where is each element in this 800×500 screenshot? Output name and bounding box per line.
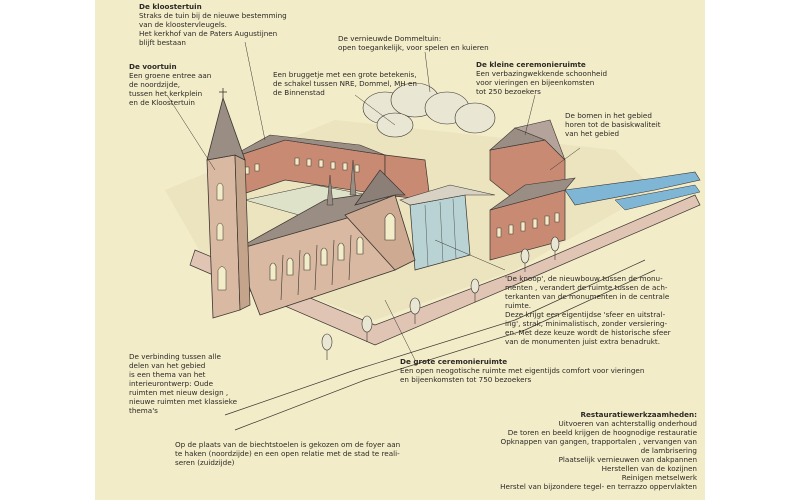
- line: de schakel tussen NRE, Dommel, MH en: [273, 79, 417, 88]
- monastery-windows: [234, 157, 360, 178]
- line: de Binnenstad: [273, 88, 325, 97]
- heading: De kloostertuin: [139, 2, 202, 11]
- road-edge-2: [234, 269, 656, 431]
- annotation-voortuin: De voortuin Een groene entree aan de noo…: [129, 62, 211, 107]
- annotation-biechtstoelen: Op de plaats van de biechtstoelen is gek…: [175, 440, 400, 467]
- line: open toegankelijk, voor spelen en kuiere…: [338, 43, 489, 52]
- church-transept-roof: [354, 169, 406, 206]
- dommel-river-lower: [614, 184, 701, 211]
- line: Reinigen metselwerk: [621, 473, 697, 482]
- line: blijft bestaan: [139, 38, 186, 47]
- line: Op de plaats van de biechtstoelen is gek…: [175, 440, 401, 449]
- line: is een thema van het: [129, 370, 206, 379]
- annotation-bomen: De bomen in het gebied horen tot de basi…: [565, 111, 661, 138]
- line: thema's: [129, 406, 158, 415]
- row-building-roof: [489, 177, 576, 211]
- annotation-restauratie: Restauratiewerkzaamheden: Uitvoeren van …: [500, 410, 697, 491]
- line: De vernieuwde Dommeltuin:: [338, 34, 442, 43]
- annotation-kleine-ceremonieruimte: De kleine ceremonieruimte Een verbazingw…: [476, 60, 607, 96]
- line: van het gebied: [565, 129, 620, 138]
- line: Herstel van bijzondere tegel- en terrazz…: [500, 482, 697, 491]
- church-spire: [206, 96, 246, 161]
- leader-lines: [166, 41, 581, 361]
- small-spire-1: [349, 159, 357, 196]
- line: van de kloostervleugels.: [139, 20, 227, 29]
- line: en bijeenkomsten tot 750 bezoekers: [400, 375, 532, 384]
- monastery-wing-back-roof: [224, 134, 386, 161]
- line: en. Met deze keuze wordt de historische …: [505, 328, 671, 337]
- line: Het kerkhof van de Paters Augustijnen: [139, 29, 278, 38]
- line: horen tot de basiskwaliteit: [565, 120, 661, 129]
- line: Een verbazingwekkende schoonheid: [476, 69, 608, 78]
- line: van de monumenten juist extra benadrukt.: [505, 337, 661, 346]
- line: Een groene entree aan: [129, 71, 212, 80]
- line: Deze krijgt een eigentijdse 'sfeer en ui…: [505, 310, 666, 319]
- line: nieuwe ruimten met klassieke: [129, 397, 238, 406]
- line: 'De knoop', de nieuwbouw tussen de monu-: [505, 274, 663, 283]
- church-buttresses: [280, 234, 352, 301]
- heading: De voortuin: [129, 62, 177, 71]
- knoop-roof: [399, 184, 496, 206]
- line: menten , verandert de ruimte tussen de a…: [505, 283, 668, 292]
- line: ruimten met nieuw design ,: [129, 388, 229, 397]
- line: voor vieringen en bijeenkomsten: [476, 78, 595, 87]
- church-transept: [344, 194, 416, 271]
- heading: De kleine ceremonieruimte: [476, 60, 586, 69]
- annotation-knoop: 'De knoop', de nieuwbouw tussen de monu-…: [505, 274, 671, 346]
- annotation-kloostertuin: De kloostertuin Straks de tuin bij de ni…: [139, 2, 287, 47]
- line: De bomen in het gebied: [565, 111, 652, 120]
- isometric-sketch: [165, 41, 701, 431]
- line: interieurontwerp: Oude: [129, 379, 214, 388]
- tower-windows: [216, 182, 227, 291]
- line: de noordzijde,: [129, 80, 181, 89]
- church-windows: [269, 213, 396, 281]
- row-building-windows: [496, 212, 560, 238]
- line: tot 250 bezoekers: [476, 87, 541, 96]
- road-edge: [224, 259, 646, 416]
- annotation-dommeltuin: De vernieuwde Dommeltuin: open toegankel…: [338, 34, 489, 52]
- line: Plaatselijk vernieuwen van dakpannen: [558, 455, 697, 464]
- line: Een bruggetje met een grote betekenis,: [273, 70, 417, 79]
- line: de lambrisering: [640, 446, 697, 455]
- annotation-grote-ceremonieruimte: De grote ceremonieruimte Een open neogot…: [400, 357, 644, 384]
- line: en de Kloostertuin: [129, 98, 195, 107]
- small-ceremony-roof-2: [513, 119, 566, 161]
- heading: Restauratiewerkzaamheden:: [580, 410, 697, 419]
- line: Herstellen van de kozijnen: [601, 464, 697, 473]
- dommel-river: [564, 171, 701, 206]
- line: Straks de tuin bij de nieuwe bestemming: [139, 11, 287, 20]
- line: tussen het kerkplein: [129, 89, 203, 98]
- line: De toren en beeld krijgen de hoognodige …: [507, 428, 697, 437]
- church-tower: [206, 154, 241, 319]
- line: te haken (noordzijde) en een open relati…: [175, 449, 400, 458]
- annotation-bruggetje: Een bruggetje met een grote betekenis, d…: [273, 70, 417, 97]
- line: ing', strak, minimalistisch, zonder vers…: [505, 319, 668, 328]
- line: terkanten van de monumenten in de centra…: [505, 292, 670, 301]
- line: Opknappen van gangen, trapportalen , ver…: [500, 437, 697, 446]
- line: seren (zuidzijde): [175, 458, 235, 467]
- sketch-sheet: De kloostertuin Straks de tuin bij de ni…: [95, 0, 705, 500]
- small-spire-2: [326, 174, 334, 206]
- line: Uitvoeren van achterstallig onderhoud: [558, 419, 697, 428]
- line: ruimte.: [505, 301, 532, 310]
- line: De verbinding tussen alle: [129, 352, 221, 361]
- heading: De grote ceremonieruimte: [400, 357, 508, 366]
- street-trees: [321, 236, 560, 360]
- line: Een open neogotische ruimte met eigentij…: [400, 366, 645, 375]
- line: delen van het gebied: [129, 361, 206, 370]
- annotation-verbinding: De verbinding tussen alle delen van het …: [129, 352, 237, 415]
